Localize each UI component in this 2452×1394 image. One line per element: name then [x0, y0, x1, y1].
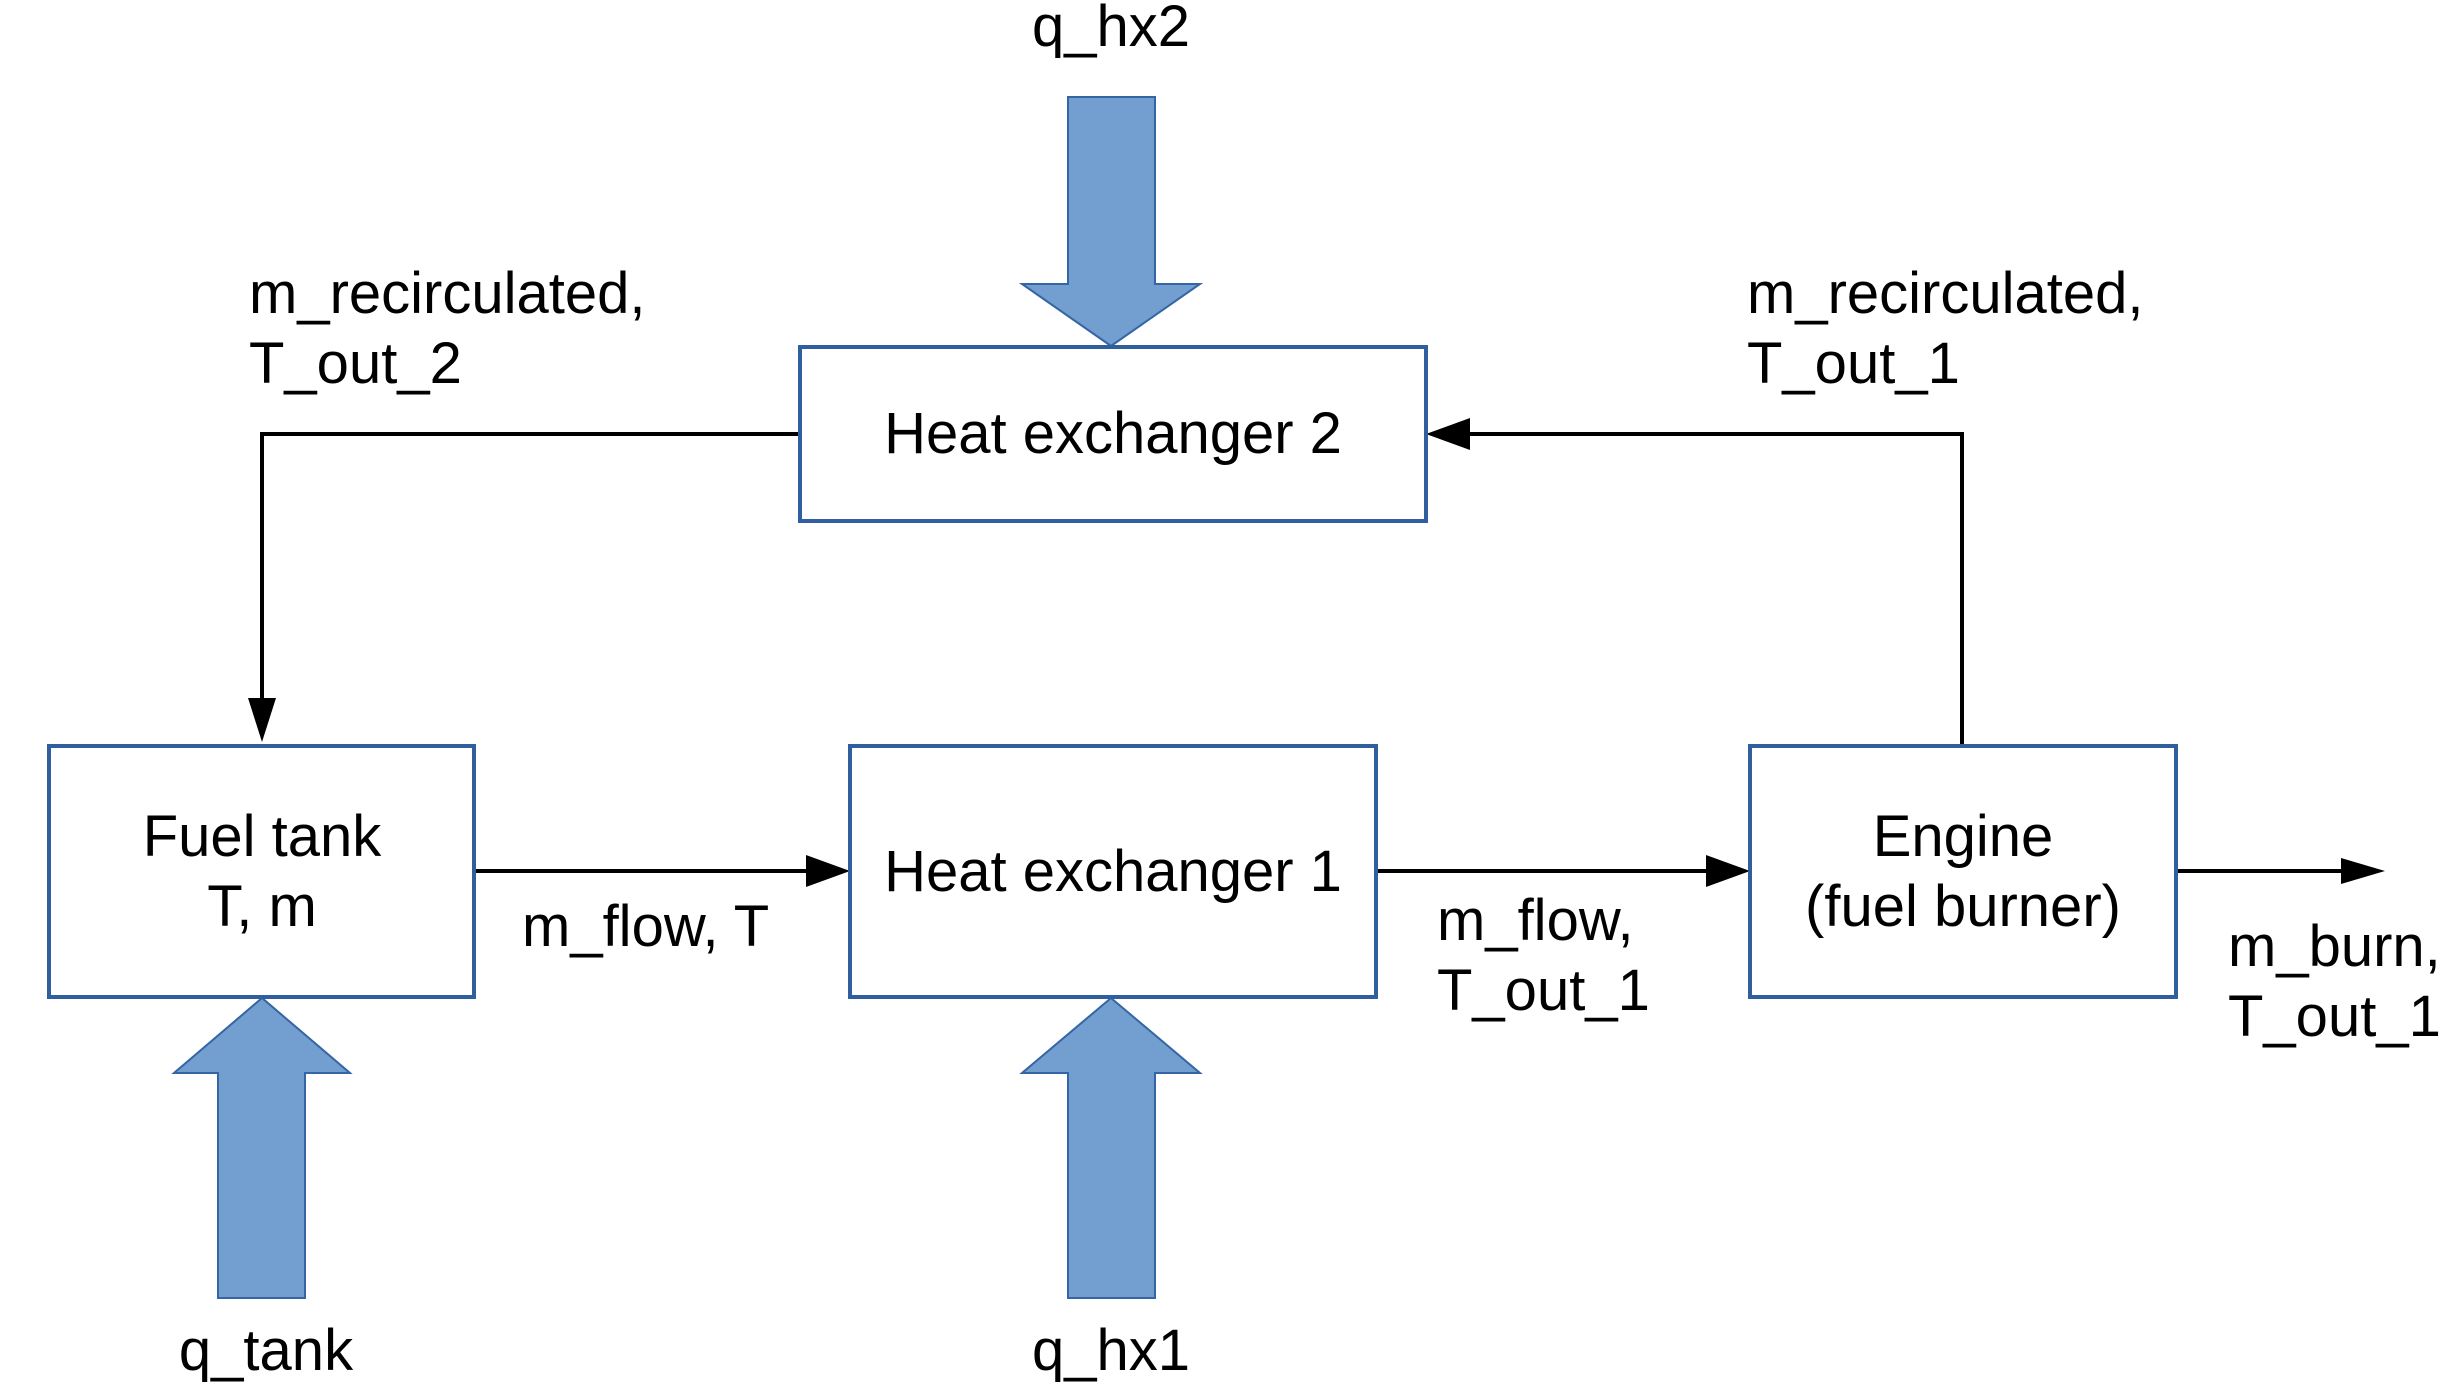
fuel-tank-state-label: T, m: [207, 874, 317, 939]
q-tank-arrow: [171, 996, 353, 1299]
flow-engine-out-label-line1: m_burn,: [2228, 914, 2441, 979]
flow-engine-to-hx2-label-line1: m_recirculated,: [1747, 261, 2143, 326]
q-hx2-arrow: [1018, 96, 1204, 348]
heat-exchanger-1-label: Heat exchanger 1: [884, 839, 1342, 904]
flow-engine-to-hx2: [1426, 418, 1964, 746]
q-hx1-label: q_hx1: [1032, 1318, 1190, 1383]
flow-hx1-to-engine-label-line1: m_flow,: [1437, 888, 1634, 953]
flow-hx1-to-engine: [1376, 855, 1750, 887]
engine-block: Engine (fuel burner): [1748, 744, 2178, 999]
flow-engine-out-label-line2: T_out_1: [2228, 984, 2441, 1049]
engine-label: Engine: [1873, 804, 2054, 869]
fuel-tank-label: Fuel tank: [143, 804, 383, 869]
q-hx1-arrow: [1019, 996, 1203, 1299]
flow-hx2-to-tank: [248, 432, 800, 742]
q-tank-label: q_tank: [179, 1318, 354, 1383]
heat-exchanger-1-block: Heat exchanger 1: [848, 744, 1378, 999]
flow-hx2-to-tank-label-line1: m_recirculated,: [249, 261, 645, 326]
engine-subtitle-label: (fuel burner): [1805, 874, 2121, 939]
fuel-tank-block: Fuel tank T, m: [47, 744, 476, 999]
flow-engine-out: [2178, 858, 2385, 884]
flow-hx2-to-tank-label-line2: T_out_2: [249, 331, 462, 396]
flow-engine-to-hx2-label-line2: T_out_1: [1747, 331, 1960, 396]
heat-exchanger-2-block: Heat exchanger 2: [798, 345, 1428, 523]
q-hx2-label: q_hx2: [1032, 0, 1190, 59]
flow-tank-to-hx1: [474, 855, 850, 887]
flow-hx1-to-engine-label-line2: T_out_1: [1437, 958, 1650, 1023]
flow-tank-to-hx1-label: m_flow, T: [522, 894, 769, 959]
heat-exchanger-2-label: Heat exchanger 2: [884, 401, 1342, 466]
